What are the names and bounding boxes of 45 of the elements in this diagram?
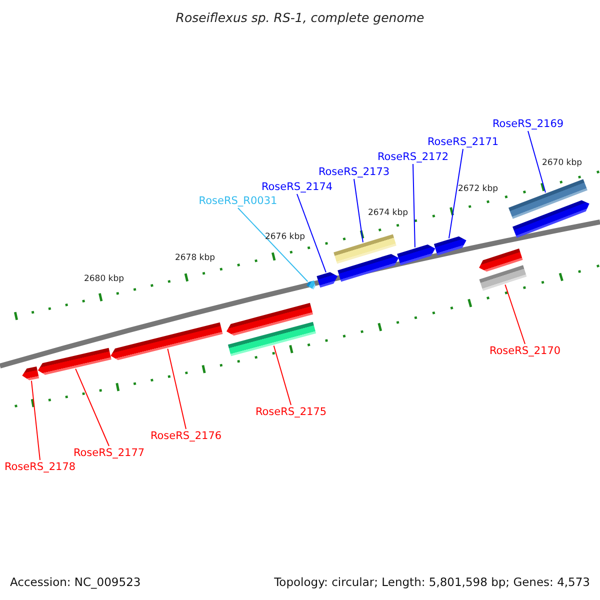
genome-title: Roseiflexus sp. RS-1, complete genome [174, 10, 426, 25]
gene-feature [22, 366, 40, 380]
leader-line [528, 130, 546, 193]
gene-feature [306, 280, 316, 290]
leader-line [273, 345, 292, 406]
tick-label: 2680 kbp [84, 273, 124, 285]
gene-label: RoseRS_R0031 [198, 195, 278, 207]
gene-feature [338, 254, 399, 282]
tick-label: 2676 kbp [264, 231, 306, 243]
tick-label: 2672 kbp [458, 183, 498, 195]
gene-feature [110, 322, 223, 360]
gene-bar [479, 265, 527, 291]
gene-feature [434, 236, 466, 256]
gene-label: RoseRS_2171 [427, 136, 499, 148]
tick-label: 2678 kbp [174, 252, 216, 264]
leader-line [238, 208, 308, 282]
accession-text: Accession: NC_009523 [10, 576, 141, 588]
leader-line [167, 348, 186, 430]
gene-label: RoseRS_2174 [261, 181, 333, 193]
leader-line [75, 368, 110, 446]
gene-label: RoseRS_2170 [489, 345, 561, 357]
gene-feature [397, 244, 436, 266]
leader-line [504, 284, 526, 344]
gene-label: RoseRS_2173 [318, 166, 390, 178]
gene-feature [479, 248, 523, 272]
genome-stats-text: Topology: circular; Length: 5,801,598 bp; Genes: 4,573 [274, 576, 590, 588]
gene-label: RoseRS_2177 [73, 447, 145, 459]
tick-label: 2674 kbp [368, 207, 408, 219]
gene-bar [228, 322, 316, 356]
gene-label: RoseRS_2175 [255, 406, 327, 418]
gene-label: RoseRS_2176 [150, 430, 222, 442]
leader-line [296, 194, 326, 273]
gene-label: RoseRS_2169 [492, 118, 564, 130]
gene-label: RoseRS_2172 [377, 151, 449, 163]
leader-line [412, 164, 416, 248]
gene-bar [508, 179, 588, 219]
tick-label: 2670 kbp [542, 157, 582, 169]
leader-line [30, 380, 40, 460]
leader-line [354, 178, 364, 243]
gene-feature [226, 302, 314, 336]
gene-feature [38, 348, 112, 375]
gene-feature [512, 200, 590, 238]
leader-line [448, 148, 464, 239]
gene-feature [316, 272, 338, 288]
gene-label: RoseRS_2178 [4, 461, 76, 473]
